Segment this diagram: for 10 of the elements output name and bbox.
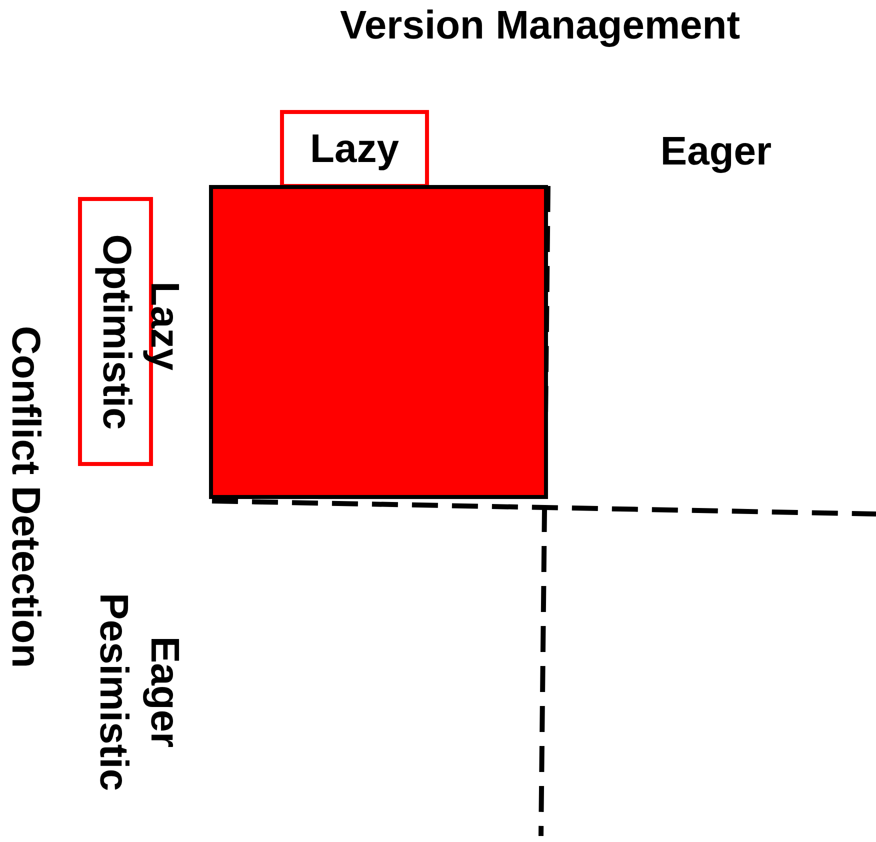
axis-label: Eager xyxy=(660,130,772,174)
header-text: Lazy xyxy=(310,126,399,172)
axis-label: Pesimistic xyxy=(90,593,136,791)
axis-label: Lazy xyxy=(142,282,186,370)
header-text: Optimistic xyxy=(93,234,138,430)
axis-label: Eager xyxy=(142,636,186,748)
highlighted-header xyxy=(280,110,429,188)
highlighted-quadrant xyxy=(209,185,548,499)
diagram-title: Version Management xyxy=(340,4,740,48)
axis-label: Conflict Detection xyxy=(2,326,48,668)
